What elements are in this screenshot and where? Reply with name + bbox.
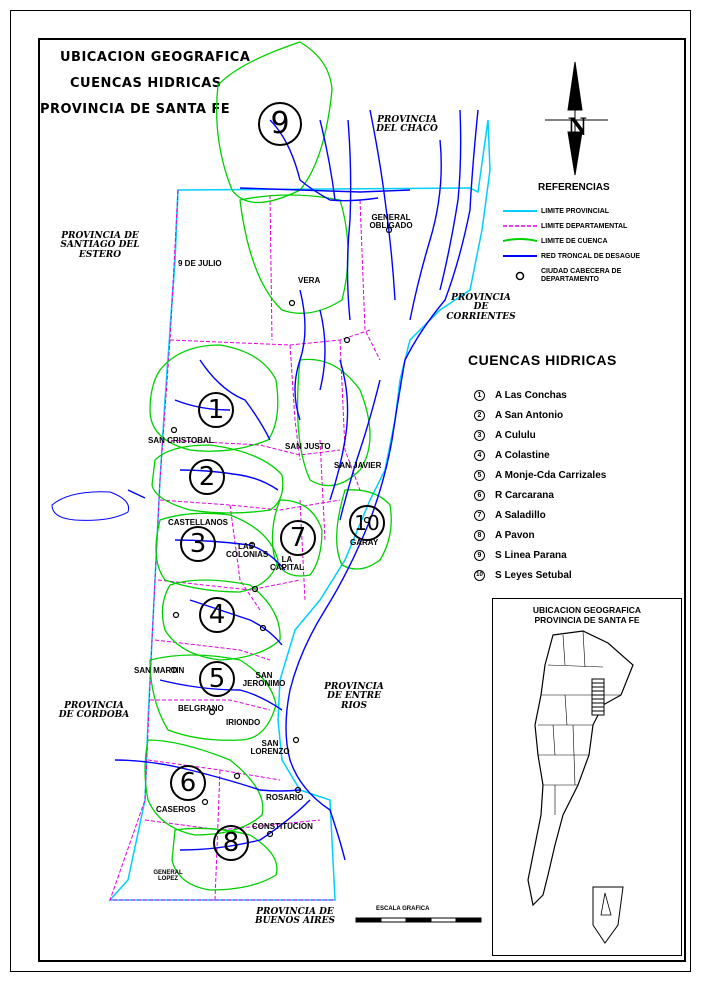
label-san-lorenzo: SAN LORENZO <box>250 739 290 757</box>
cuenca-name: A Cululu <box>495 429 536 441</box>
cuenca-item-4: 4 A Colastine <box>474 447 550 463</box>
cuenca-item-7: 7 A Saladillo <box>474 507 546 523</box>
cuenca-item-10: 10 S Leyes Setubal <box>474 567 572 583</box>
label-castellanos: CASTELLANOS <box>168 518 228 527</box>
ref-limite-provincial: LIMITE PROVINCIAL <box>503 205 609 217</box>
label-garay: GARAY <box>350 538 379 547</box>
ref-line-rivers <box>503 255 537 257</box>
ref-label: RED TRONCAL DE DESAGUE <box>541 252 641 260</box>
cuenca-name: A Pavon <box>495 529 535 541</box>
scale-bar <box>355 917 482 923</box>
basin-7-marker: 7 <box>280 520 316 556</box>
cuenca-item-9: 9 S Linea Parana <box>474 547 567 563</box>
argentina-outline <box>527 630 634 944</box>
cuenca-name: A San Antonio <box>495 409 564 421</box>
map-title-line3: PROVINCIA DE SANTA FE <box>40 102 231 117</box>
cuenca-name: A Monje-Cda Carrizales <box>495 469 607 481</box>
label-iriondo: IRIONDO <box>226 718 261 727</box>
ref-label: LIMITE DE CUENCA <box>541 237 608 245</box>
ref-line-provincial <box>503 210 537 212</box>
references-title: REFERENCIAS <box>538 182 610 193</box>
map-title-line1: UBICACION GEOGRAFICA <box>60 50 251 65</box>
label-las-colonias: LAS COLONIAS <box>226 542 269 560</box>
ref-label: LIMITE DEPARTAMENTAL <box>541 222 628 230</box>
label-constitucion: CONSTITUCION <box>252 822 313 831</box>
label-san-javier: SAN JAVIER <box>334 461 382 470</box>
ref-line-cuenca <box>503 238 537 242</box>
cuenca-number: 10 <box>474 569 485 581</box>
label-caseros: CASEROS <box>156 805 196 814</box>
ref-line-departamental <box>503 225 537 227</box>
basin-5-marker: 5 <box>199 661 235 697</box>
label-rosario: ROSARIO <box>266 793 304 802</box>
cuenca-number: 7 <box>474 509 485 521</box>
cuencas-title: CUENCAS HIDRICAS <box>468 352 617 368</box>
map-frame <box>38 38 686 962</box>
cuenca-item-2: 2 A San Antonio <box>474 407 563 423</box>
cuenca-name: S Leyes Setubal <box>495 569 572 581</box>
ref-limite-departamental: LIMITE DEPARTAMENTAL <box>503 220 627 232</box>
ref-ciudad-cabecera: CIUDAD CABECERA DE DEPARTAMENTO <box>503 266 651 286</box>
label-province-corrientes: PROVINCIA DE CORRIENTES <box>446 293 516 322</box>
cuenca-name: A Colastine <box>495 449 550 461</box>
lagoon <box>51 491 130 521</box>
ref-limite-cuenca: LIMITE DE CUENCA <box>503 235 608 247</box>
outer-frame <box>10 10 691 972</box>
svg-text:N: N <box>568 112 587 141</box>
label-vera: VERA <box>298 276 321 285</box>
basin-8-marker: 8 <box>213 825 249 861</box>
ref-red-troncal: RED TRONCAL DE DESAGUE <box>503 250 640 262</box>
north-arrow: N <box>545 61 608 176</box>
cuenca-name: S Linea Parana <box>495 549 567 561</box>
ref-label: CIUDAD CABECERA DE DEPARTAMENTO <box>541 267 622 283</box>
basin-9-marker: 9 <box>258 102 302 146</box>
ref-city-marker-icon <box>515 271 525 281</box>
cuenca-name: R Carcarana <box>495 489 554 501</box>
cuenca-name: A Las Conchas <box>495 389 567 401</box>
basin-10-marker: 10 <box>349 505 385 541</box>
cuenca-number: 6 <box>474 489 485 501</box>
label-province-buenos-aires: PROVINCIA DE BUENOS AIRES <box>254 907 336 927</box>
label-9-de-julio: 9 DE JULIO <box>178 259 222 268</box>
cuenca-item-6: 6 R Carcarana <box>474 487 554 503</box>
cuenca-number: 2 <box>474 409 485 421</box>
inset-map-panel: UBICACION GEOGRAFICA PROVINCIA DE SANTA … <box>492 598 682 956</box>
basin-2-marker: 2 <box>189 459 225 495</box>
cuenca-number: 1 <box>474 389 485 401</box>
basin-4-marker: 4 <box>199 597 235 633</box>
inset-title-line1: UBICACION GEOGRAFICA <box>532 605 642 615</box>
label-san-justo: SAN JUSTO <box>285 442 331 451</box>
label-general-lopez: GENERAL LOPEZ <box>153 870 183 883</box>
label-escala-grafica: ESCALA GRAFICA <box>376 906 430 912</box>
label-belgrano: BELGRANO <box>178 704 224 713</box>
label-province-chaco: PROVINCIA DEL CHACO <box>376 115 438 135</box>
ref-label: LIMITE PROVINCIAL <box>541 207 610 215</box>
label-general-obligado: GENERAL OBLIGADO <box>369 213 413 231</box>
label-province-cordoba: PROVINCIA DE CORDOBA <box>58 701 130 721</box>
cuenca-item-8: 8 A Pavon <box>474 527 535 543</box>
cuenca-name: A Saladillo <box>495 509 546 521</box>
basin-6-marker: 6 <box>170 765 206 801</box>
label-san-martin: SAN MARTIN <box>134 666 185 675</box>
cuenca-number: 8 <box>474 529 485 541</box>
cuenca-number: 4 <box>474 449 485 461</box>
cuenca-item-1: 1 A Las Conchas <box>474 387 567 403</box>
label-la-capital: LA CAPITAL <box>270 555 305 573</box>
cuenca-item-5: 5 A Monje-Cda Carrizales <box>474 467 606 483</box>
basin-3-marker: 3 <box>180 526 216 562</box>
map-title-line2: CUENCAS HIDRICAS <box>70 76 222 91</box>
label-san-cristobal: SAN CRISTOBAL <box>148 436 214 445</box>
label-province-santiago: PROVINCIA DE SANTIAGO DEL ESTERO <box>60 231 140 260</box>
cuenca-number: 9 <box>474 549 485 561</box>
inset-title-line2: PROVINCIA DE SANTA FE <box>534 615 640 625</box>
label-province-entre-rios: PROVINCIA DE ENTRE RIOS <box>324 682 384 711</box>
label-san-jeronimo: SAN JERONIMO <box>242 671 286 689</box>
cuenca-number: 3 <box>474 429 485 441</box>
cuenca-item-3: 3 A Cululu <box>474 427 536 443</box>
basin-1-marker: 1 <box>198 392 234 428</box>
cuenca-number: 5 <box>474 469 485 481</box>
